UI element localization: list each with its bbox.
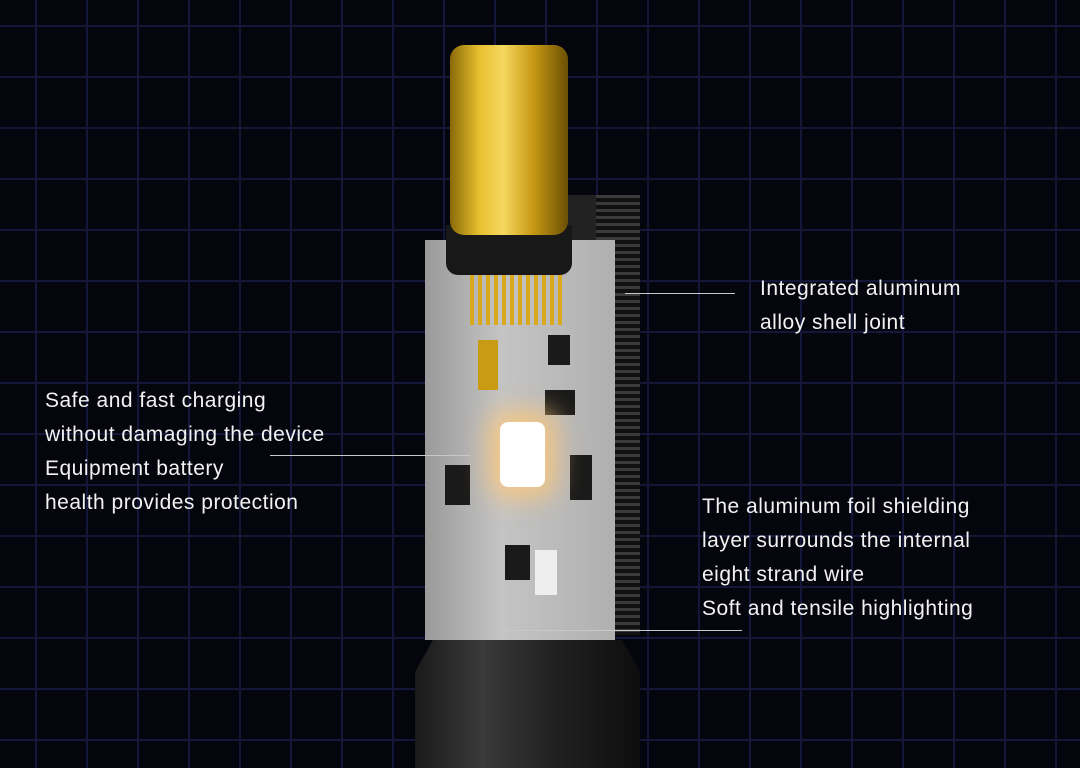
- annotation-line: health provides protection: [45, 491, 299, 514]
- annotation-line: The aluminum foil shielding: [702, 495, 970, 518]
- chip: [505, 545, 530, 580]
- annotation-line: alloy shell joint: [760, 311, 906, 334]
- chip: [570, 455, 592, 500]
- component: [478, 340, 498, 390]
- callout-line: [500, 630, 742, 631]
- annotation-line: eight strand wire: [702, 563, 865, 586]
- annotation-line: Integrated aluminum: [760, 277, 961, 300]
- chip: [445, 465, 470, 505]
- gold-pins: [470, 265, 565, 325]
- annotation-line: Safe and fast charging: [45, 389, 267, 412]
- chip: [545, 390, 575, 415]
- annotation-line: without damaging the device: [45, 423, 325, 446]
- glowing-chip: [500, 422, 545, 487]
- component: [535, 550, 557, 595]
- callout-line: [270, 455, 470, 456]
- annotation-line: Equipment battery: [45, 457, 224, 480]
- annotation-line: Soft and tensile highlighting: [702, 597, 974, 620]
- annotation-shell-joint: Integrated aluminum alloy shell joint: [760, 272, 961, 340]
- gold-plug: [450, 45, 568, 235]
- annotation-line: layer surrounds the internal: [702, 529, 971, 552]
- callout-line: [625, 293, 735, 294]
- chip: [548, 335, 570, 365]
- annotation-shielding: The aluminum foil shielding layer surrou…: [702, 490, 973, 626]
- annotation-charging: Safe and fast charging without damaging …: [45, 384, 325, 520]
- cable-boot: [415, 640, 640, 768]
